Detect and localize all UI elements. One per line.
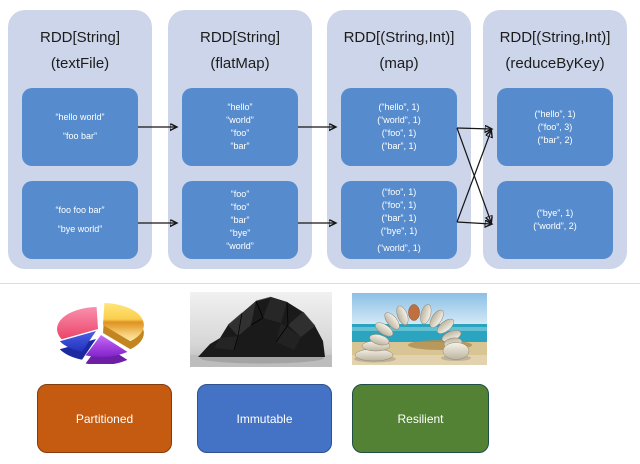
record: (“world”, 2) [533, 221, 577, 231]
rdd-transformation-diagram: RDD[String] (textFile) “hello world” “fo… [8, 10, 627, 269]
rdd-column-textfile: RDD[String] (textFile) “hello world” “fo… [8, 10, 152, 269]
section-divider [0, 283, 640, 284]
record: “bar” [230, 214, 250, 225]
record: (“bye”, 1) [380, 225, 418, 236]
record: “foo” [230, 188, 250, 199]
record: “world” [226, 115, 254, 125]
rdd-column-map: RDD[(String,Int)] (map) (“hello”, 1) (“w… [327, 10, 471, 269]
record: “hello” [227, 102, 253, 112]
partition-box: (“bye”, 1) (“world”, 2) [497, 181, 613, 259]
partition-box: (“foo”, 1) (“foo”, 1) (“bar”, 1) (“bye”,… [341, 181, 457, 259]
rdd-column-reducebykey: RDD[(String,Int)] (reduceByKey) (“hello”… [483, 10, 627, 269]
record: (“hello”, 1) [378, 102, 420, 112]
partition-box: (“hello”, 1) (“world”, 1) (“foo”, 1) (“b… [341, 88, 457, 166]
partition-box: (“hello”, 1) (“foo”, 3) (“bar”, 2) [497, 88, 613, 166]
record: “foo” [230, 201, 250, 212]
record: (“bye”, 1) [536, 208, 574, 218]
record: (“bar”, 2) [537, 134, 573, 145]
record: (“world”, 1) [377, 115, 421, 125]
record: “bye” [229, 227, 251, 238]
record: (“bar”, 1) [381, 212, 417, 223]
record: (“foo”, 1) [381, 128, 417, 138]
partition-box: “hello” “world” “foo” “bar” [182, 88, 298, 166]
rdd-type-label: RDD[String] [199, 29, 281, 46]
pie-chart-image [38, 296, 160, 366]
record: “foo” [230, 128, 250, 138]
stone-arch-image [352, 293, 487, 365]
record: “hello world” [55, 112, 105, 122]
record: “foo foo bar” [55, 205, 105, 215]
record: (“foo”, 1) [381, 186, 417, 197]
record: (“bar”, 1) [381, 141, 417, 151]
record: “world” [226, 240, 254, 251]
record: “bye world” [57, 224, 103, 234]
rdd-type-label: RDD[(String,Int)] [499, 29, 611, 46]
property-box-resilient: Resilient [352, 384, 489, 453]
black-rock-image [190, 292, 332, 367]
record: “foo bar” [62, 131, 97, 141]
record: (“foo”, 1) [381, 199, 417, 210]
rdd-operation-label: (textFile) [50, 55, 110, 72]
record: (“hello”, 1) [534, 108, 576, 119]
record: (“foo”, 3) [537, 121, 573, 132]
rdd-type-label: RDD[String] [39, 29, 121, 46]
partition-box: “foo foo bar” “bye world” [22, 181, 138, 259]
rdd-type-label: RDD[(String,Int)] [343, 29, 455, 46]
property-box-partitioned: Partitioned [37, 384, 172, 453]
record: (“world”, 1) [377, 242, 421, 253]
property-box-immutable: Immutable [197, 384, 332, 453]
partition-box: “hello world” “foo bar” [22, 88, 138, 166]
rdd-operation-label: (reduceByKey) [505, 55, 605, 72]
record: “bar” [230, 141, 250, 151]
partition-box: “foo” “foo” “bar” “bye” “world” [182, 181, 298, 259]
rdd-column-flatmap: RDD[String] (flatMap) “hello” “world” “f… [168, 10, 312, 269]
rdd-operation-label: (map) [379, 55, 419, 72]
rdd-operation-label: (flatMap) [210, 55, 270, 72]
property-label: Immutable [236, 411, 293, 426]
property-label: Partitioned [75, 411, 134, 426]
property-label: Resilient [397, 411, 444, 426]
